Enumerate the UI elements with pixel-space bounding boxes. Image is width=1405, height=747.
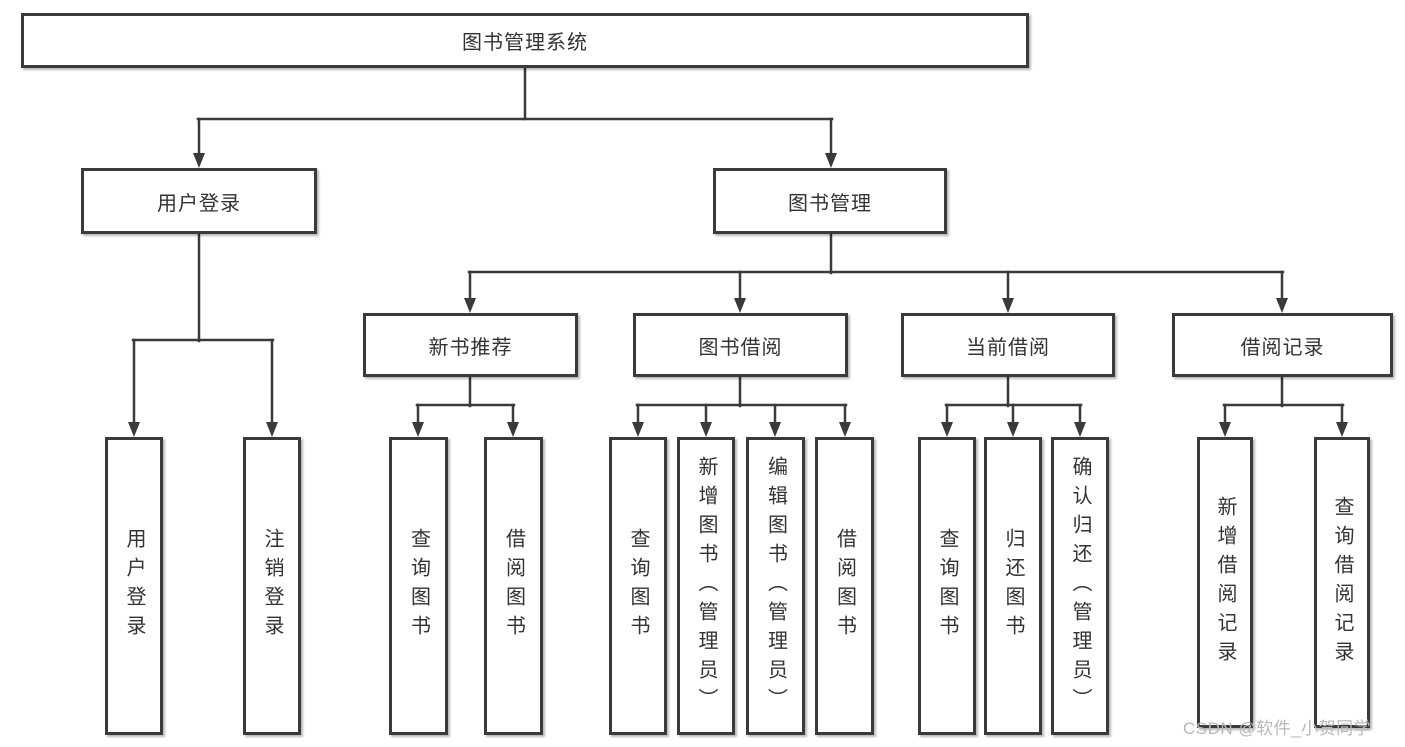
leaf-edit-book-admin: 编辑图书（管理员） (746, 437, 805, 735)
leaf-logout: 注销登录 (243, 437, 301, 735)
arrowheads (128, 153, 1348, 437)
node-borrowing-records-label: 借阅记录 (1240, 336, 1325, 359)
leaf-query-books-borrowing-label: 查询图书 (627, 528, 649, 644)
node-library-system-label: 图书管理系统 (462, 32, 588, 54)
leaf-add-borrow-record-label: 新增借阅记录 (1214, 495, 1236, 670)
leaf-borrow-books-borrowing-label: 借阅图书 (833, 528, 856, 644)
leaf-edit-book-admin-label: 编辑图书（管理员） (764, 455, 787, 717)
leaf-query-borrow-record: 查询借阅记录 (1314, 437, 1370, 728)
node-book-borrowing-label: 图书借阅 (698, 336, 783, 359)
leaf-add-book-admin-label: 新增图书（管理员） (695, 455, 717, 717)
leaf-query-books-current-label: 查询图书 (936, 528, 958, 644)
leaf-query-books-recommend: 查询图书 (389, 437, 448, 735)
node-borrowing-records: 借阅记录 (1172, 313, 1393, 377)
csdn-watermark: CSDN @软件_小贺同学 (1183, 719, 1372, 738)
node-user-login: 用户登录 (81, 168, 317, 234)
leaf-logout-label: 注销登录 (261, 528, 283, 644)
leaf-borrow-books-recommend: 借阅图书 (484, 437, 543, 735)
leaf-user-login: 用户登录 (105, 437, 163, 735)
node-book-management-label: 图书管理 (788, 192, 872, 215)
node-book-borrowing: 图书借阅 (633, 313, 848, 377)
leaf-return-books: 归还图书 (984, 437, 1042, 735)
node-new-book-recommend: 新书推荐 (363, 313, 578, 377)
node-new-book-recommend-label: 新书推荐 (428, 336, 513, 359)
leaf-query-books-current: 查询图书 (918, 437, 976, 735)
node-current-borrowing: 当前借阅 (901, 313, 1115, 377)
leaf-confirm-return-admin-label: 确认归还（管理员） (1069, 455, 1091, 717)
leaf-borrow-books-recommend-label: 借阅图书 (502, 528, 525, 644)
leaf-return-books-label: 归还图书 (1002, 528, 1024, 644)
node-book-management: 图书管理 (713, 168, 947, 234)
leaf-query-books-borrowing: 查询图书 (609, 437, 667, 735)
node-library-system: 图书管理系统 (21, 13, 1029, 68)
leaf-add-book-admin: 新增图书（管理员） (677, 437, 735, 735)
leaf-query-books-recommend-label: 查询图书 (407, 528, 430, 644)
node-current-borrowing-label: 当前借阅 (966, 336, 1050, 359)
node-user-login-label: 用户登录 (157, 192, 241, 215)
leaf-add-borrow-record: 新增借阅记录 (1197, 437, 1253, 728)
leaf-borrow-books-borrowing: 借阅图书 (815, 437, 874, 735)
leaf-query-borrow-record-label: 查询借阅记录 (1331, 495, 1353, 670)
leaf-confirm-return-admin: 确认归还（管理员） (1051, 437, 1109, 735)
leaf-user-login-label: 用户登录 (123, 528, 145, 644)
